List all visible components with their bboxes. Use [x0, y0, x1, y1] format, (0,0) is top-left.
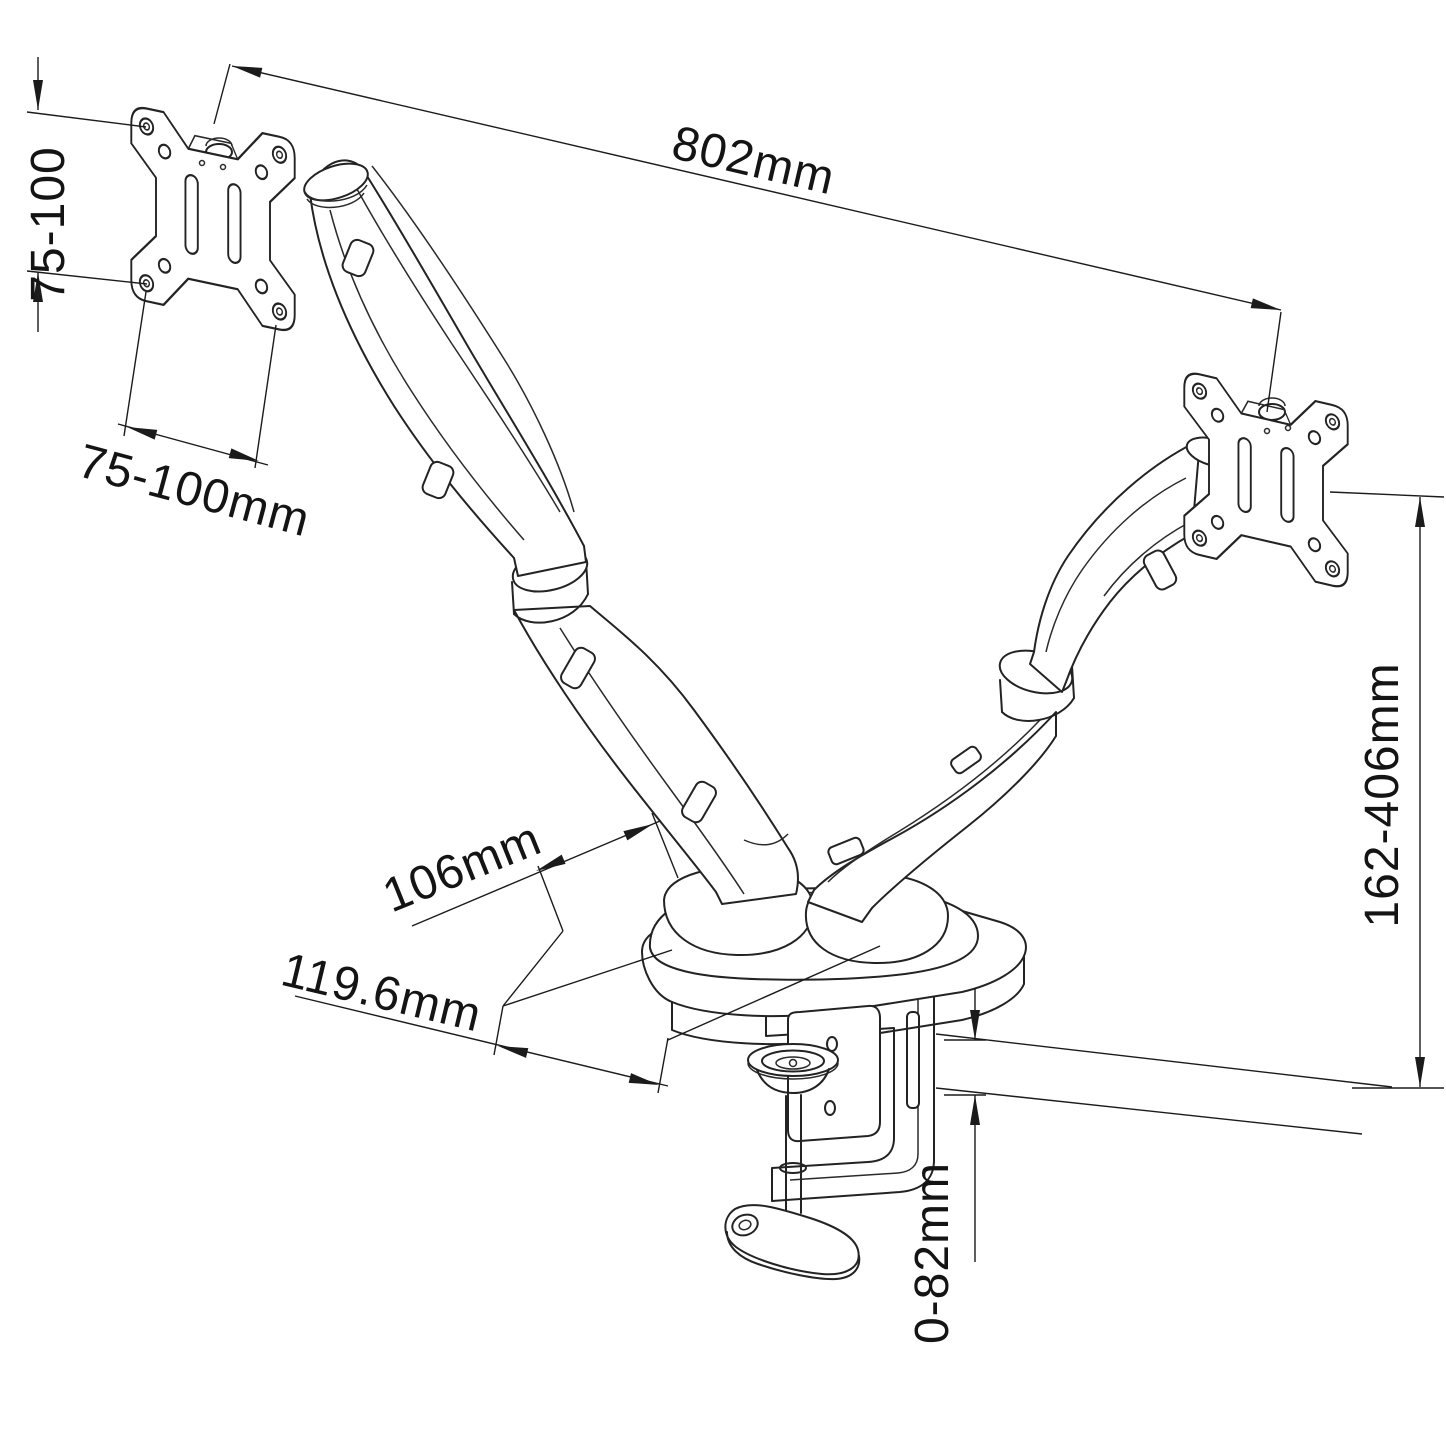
- label-arm-span: 802mm: [667, 117, 840, 206]
- dim-pivot-offset: 106mm: [376, 812, 661, 927]
- right-lower-arm: [807, 711, 1057, 923]
- clamp-screw: [779, 1094, 807, 1215]
- label-pivot-offset: 106mm: [376, 812, 549, 923]
- right-vesa-plate: [1183, 372, 1349, 588]
- dim-height-range: 162-406mm: [1329, 491, 1445, 1089]
- label-height-range: 162-406mm: [1356, 662, 1409, 927]
- dim-vesa-vertical: 75-100: [22, 57, 148, 332]
- clamp-pad: [747, 1043, 839, 1094]
- label-vesa-horizontal: 75-100mm: [72, 435, 315, 548]
- label-vesa-vertical: 75-100: [22, 146, 75, 301]
- label-base-depth: 119.6mm: [276, 943, 486, 1042]
- dim-base-depth: 119.6mm: [276, 943, 669, 1087]
- desk-clamp: [765, 995, 935, 1202]
- dim-clamp-range: 0-82mm: [906, 988, 986, 1344]
- left-upper-arm: [303, 159, 587, 577]
- clamp-slot: [906, 1011, 920, 1109]
- clamp-knob: [724, 1204, 861, 1281]
- label-clamp-range: 0-82mm: [906, 1162, 959, 1344]
- left-vesa-plate: [130, 106, 296, 332]
- left-lower-arm: [513, 605, 799, 905]
